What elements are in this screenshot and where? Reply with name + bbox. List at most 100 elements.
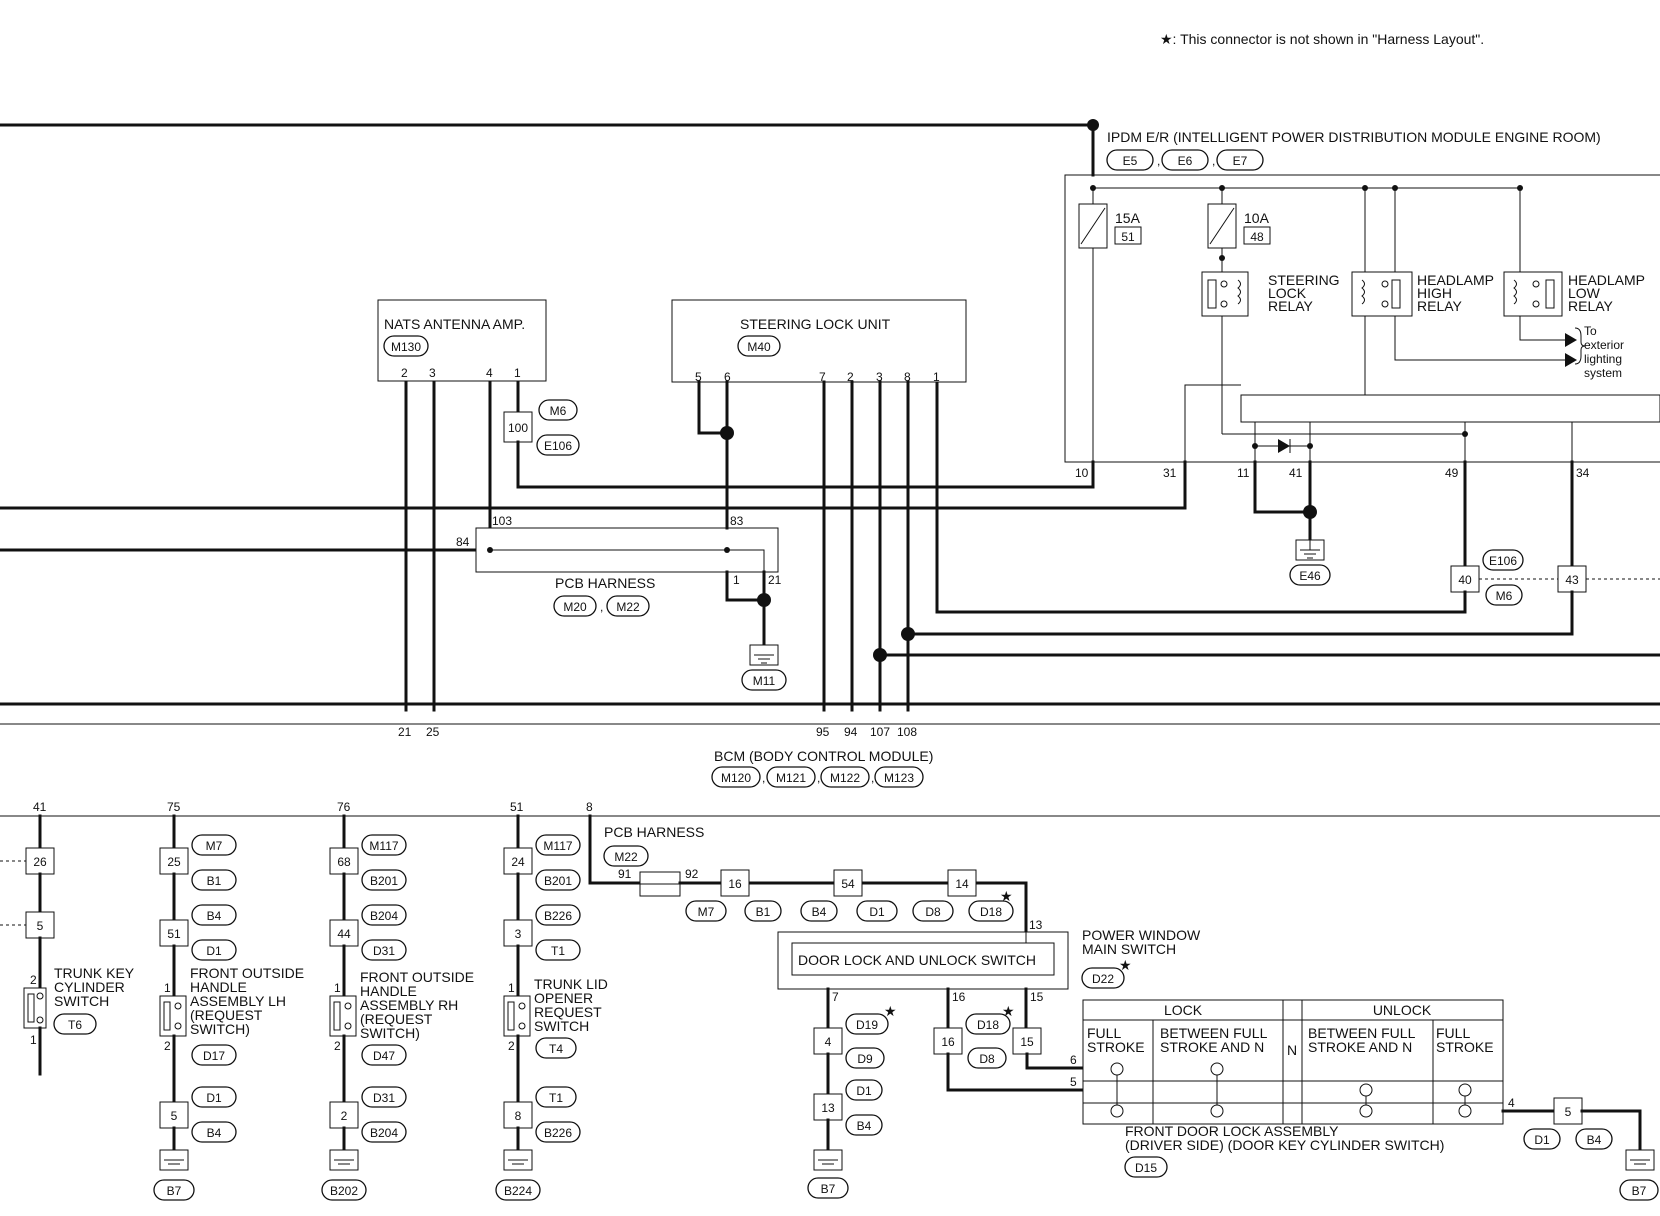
pcb-harness-lower: 91 92 PCB HARNESS M22 16 54 14 M7 B1 B4 … bbox=[588, 814, 1028, 934]
svg-text:,: , bbox=[1212, 154, 1215, 168]
svg-text:D22: D22 bbox=[1092, 972, 1114, 986]
svg-text:13: 13 bbox=[821, 1101, 835, 1115]
svg-text:T1: T1 bbox=[549, 1091, 563, 1105]
svg-text:,: , bbox=[600, 600, 603, 614]
steering-lock-title: STEERING LOCK UNIT bbox=[740, 316, 891, 332]
svg-text:D1: D1 bbox=[206, 1091, 222, 1105]
diode-icon bbox=[1278, 439, 1290, 453]
connector-note: ★: This connector is not shown in "Harne… bbox=[1160, 31, 1484, 47]
svg-text:SWITCH): SWITCH) bbox=[190, 1021, 250, 1037]
svg-text:2: 2 bbox=[401, 366, 408, 380]
svg-text:2: 2 bbox=[30, 973, 37, 987]
svg-text:HANDLE: HANDLE bbox=[360, 983, 417, 999]
relay3-l2: LOW bbox=[1568, 285, 1601, 301]
relay1-l3: RELAY bbox=[1268, 298, 1314, 314]
svg-text:1: 1 bbox=[508, 981, 515, 995]
d18-connector-pair: 16 15 D18 ★ D8 6 5 bbox=[933, 998, 1085, 1092]
to-lighting-l4: system bbox=[1584, 366, 1622, 380]
svg-text:B1: B1 bbox=[756, 905, 771, 919]
svg-text:5: 5 bbox=[37, 919, 44, 933]
svg-text:5: 5 bbox=[695, 370, 702, 384]
svg-text:B1: B1 bbox=[207, 874, 222, 888]
svg-text:4: 4 bbox=[825, 1035, 832, 1049]
svg-text:CYLINDER: CYLINDER bbox=[54, 979, 125, 995]
svg-text:FRONT DOOR LOCK ASSEMBLY: FRONT DOOR LOCK ASSEMBLY bbox=[1125, 1123, 1339, 1139]
svg-text:2: 2 bbox=[508, 1039, 515, 1053]
svg-text:21: 21 bbox=[768, 573, 782, 587]
svg-text:100: 100 bbox=[508, 421, 528, 435]
svg-text:15: 15 bbox=[1030, 990, 1044, 1004]
d19-ground-chain: 4 D19 ★ D9 13 D1 B4 B7 bbox=[807, 1003, 897, 1199]
ipdm-cpu bbox=[1240, 394, 1660, 423]
svg-text:D1: D1 bbox=[869, 905, 885, 919]
nats-title: NATS ANTENNA AMP. bbox=[384, 316, 525, 332]
ipdm-pin-49: 49 bbox=[1445, 466, 1459, 480]
svg-text:4: 4 bbox=[1508, 1096, 1515, 1110]
svg-text:2: 2 bbox=[847, 370, 854, 384]
svg-text:M123: M123 bbox=[884, 771, 914, 785]
svg-text:D8: D8 bbox=[979, 1052, 995, 1066]
svg-text:B224: B224 bbox=[504, 1184, 532, 1198]
upper-wires: 100 M6 E106 bbox=[0, 380, 1660, 712]
relay2-l1: HEADLAMP bbox=[1417, 272, 1494, 288]
svg-text:BETWEEN FULL: BETWEEN FULL bbox=[1308, 1025, 1416, 1041]
svg-text:5: 5 bbox=[1070, 1075, 1077, 1089]
svg-text:B226: B226 bbox=[544, 1126, 572, 1140]
svg-text:LOCK: LOCK bbox=[1164, 1002, 1203, 1018]
svg-text:T4: T4 bbox=[549, 1042, 563, 1056]
svg-text:,: , bbox=[762, 771, 765, 785]
svg-text:26: 26 bbox=[33, 855, 47, 869]
svg-text:TRUNK LID: TRUNK LID bbox=[534, 976, 608, 992]
svg-text:B7: B7 bbox=[821, 1182, 836, 1196]
to-lighting-l3: lighting bbox=[1584, 352, 1622, 366]
svg-text:5: 5 bbox=[171, 1109, 178, 1123]
to-lighting-l2: exterior bbox=[1584, 338, 1624, 352]
svg-text:(REQUEST: (REQUEST bbox=[190, 1007, 263, 1023]
svg-text:M122: M122 bbox=[830, 771, 860, 785]
svg-text:SWITCH): SWITCH) bbox=[360, 1025, 420, 1041]
svg-text:STROKE AND N: STROKE AND N bbox=[1308, 1039, 1412, 1055]
power-window-main-switch: DOOR LOCK AND UNLOCK SWITCH 13 POWER WIN… bbox=[777, 918, 1201, 1030]
ipdm-connectors: E5 , E6 , E7 bbox=[1106, 149, 1264, 171]
svg-text:SWITCH: SWITCH bbox=[54, 993, 109, 1009]
svg-text:(REQUEST: (REQUEST bbox=[360, 1011, 433, 1027]
pcb-upper-title: PCB HARNESS bbox=[555, 575, 655, 591]
svg-text:3: 3 bbox=[876, 370, 883, 384]
door-lock-unlock-switch bbox=[791, 942, 1055, 976]
svg-text:75: 75 bbox=[167, 800, 181, 814]
svg-text:2: 2 bbox=[334, 1039, 341, 1053]
svg-text:FRONT OUTSIDE: FRONT OUTSIDE bbox=[360, 969, 474, 985]
bcm: 21 25 95 94 107 108 BCM (BODY CONTROL MO… bbox=[0, 702, 1660, 817]
svg-text:4: 4 bbox=[486, 366, 493, 380]
relay1-l2: LOCK bbox=[1268, 285, 1307, 301]
svg-text:24: 24 bbox=[511, 855, 525, 869]
conn-e7: E7 bbox=[1233, 154, 1248, 168]
headlamp-high-relay bbox=[1351, 271, 1413, 317]
svg-text:40: 40 bbox=[1458, 573, 1472, 587]
svg-text:MAIN SWITCH: MAIN SWITCH bbox=[1082, 941, 1176, 957]
ipdm-box bbox=[1064, 174, 1660, 463]
svg-text:7: 7 bbox=[819, 370, 826, 384]
ipdm-output-wires: E46 40 43 E106 M6 bbox=[906, 380, 1660, 636]
svg-text:B204: B204 bbox=[370, 1126, 398, 1140]
junction-pin-100 bbox=[503, 411, 533, 443]
nats-connector: M130 bbox=[391, 340, 421, 354]
svg-text:M22: M22 bbox=[616, 600, 640, 614]
svg-text:B202: B202 bbox=[330, 1184, 358, 1198]
svg-text:1: 1 bbox=[164, 981, 171, 995]
svg-text:M121: M121 bbox=[776, 771, 806, 785]
svg-text:13: 13 bbox=[1029, 918, 1043, 932]
svg-text:2: 2 bbox=[164, 1039, 171, 1053]
svg-text:B4: B4 bbox=[1587, 1133, 1602, 1147]
svg-text:REQUEST: REQUEST bbox=[534, 1004, 602, 1020]
svg-text:D18: D18 bbox=[977, 1018, 999, 1032]
svg-text:D8: D8 bbox=[925, 905, 941, 919]
svg-text:★: ★ bbox=[1000, 888, 1013, 904]
svg-text:M120: M120 bbox=[721, 771, 751, 785]
svg-text:8: 8 bbox=[515, 1109, 522, 1123]
svg-text:,: , bbox=[817, 771, 820, 785]
svg-text:,: , bbox=[1157, 154, 1160, 168]
svg-text:D31: D31 bbox=[373, 944, 395, 958]
svg-text:B4: B4 bbox=[812, 905, 827, 919]
ipdm-pin-31: 31 bbox=[1163, 466, 1177, 480]
